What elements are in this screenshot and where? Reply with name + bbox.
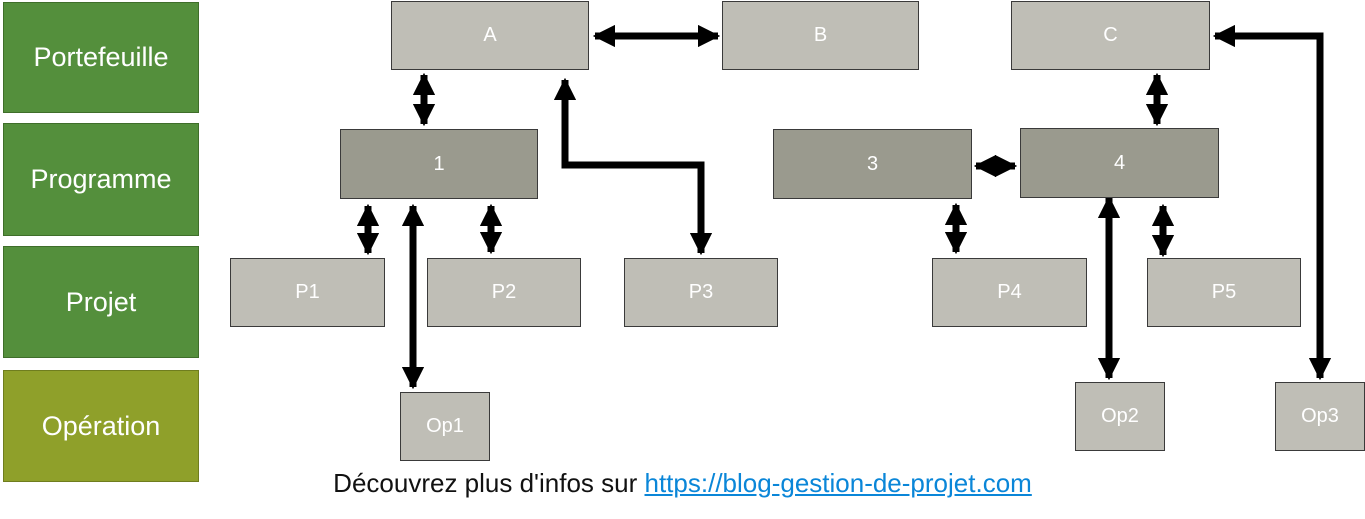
node-c: C bbox=[1011, 1, 1210, 70]
arrow-c-op3 bbox=[1212, 24, 1332, 381]
node-a: A bbox=[391, 1, 589, 70]
node-b: B bbox=[722, 1, 919, 70]
footer-text: Découvrez plus d'infos sur bbox=[333, 468, 645, 498]
level-projet: Projet bbox=[3, 246, 199, 358]
node-4: 4 bbox=[1020, 128, 1219, 198]
node-3: 3 bbox=[773, 129, 972, 199]
arrow-a-p3 bbox=[553, 77, 713, 256]
node-p4: P4 bbox=[932, 258, 1087, 327]
level-operation: Opération bbox=[3, 370, 199, 482]
node-p2: P2 bbox=[427, 258, 581, 327]
level-portefeuille: Portefeuille bbox=[3, 2, 199, 113]
node-p5: P5 bbox=[1147, 258, 1301, 327]
level-programme: Programme bbox=[3, 123, 199, 236]
footer: Découvrez plus d'infos sur https://blog-… bbox=[0, 468, 1365, 499]
node-op3: Op3 bbox=[1275, 382, 1365, 451]
node-1: 1 bbox=[340, 129, 538, 199]
node-op1: Op1 bbox=[400, 392, 490, 461]
node-p3: P3 bbox=[624, 258, 778, 327]
node-p1: P1 bbox=[230, 258, 385, 327]
node-op2: Op2 bbox=[1075, 382, 1165, 451]
footer-link[interactable]: https://blog-gestion-de-projet.com bbox=[644, 468, 1032, 498]
